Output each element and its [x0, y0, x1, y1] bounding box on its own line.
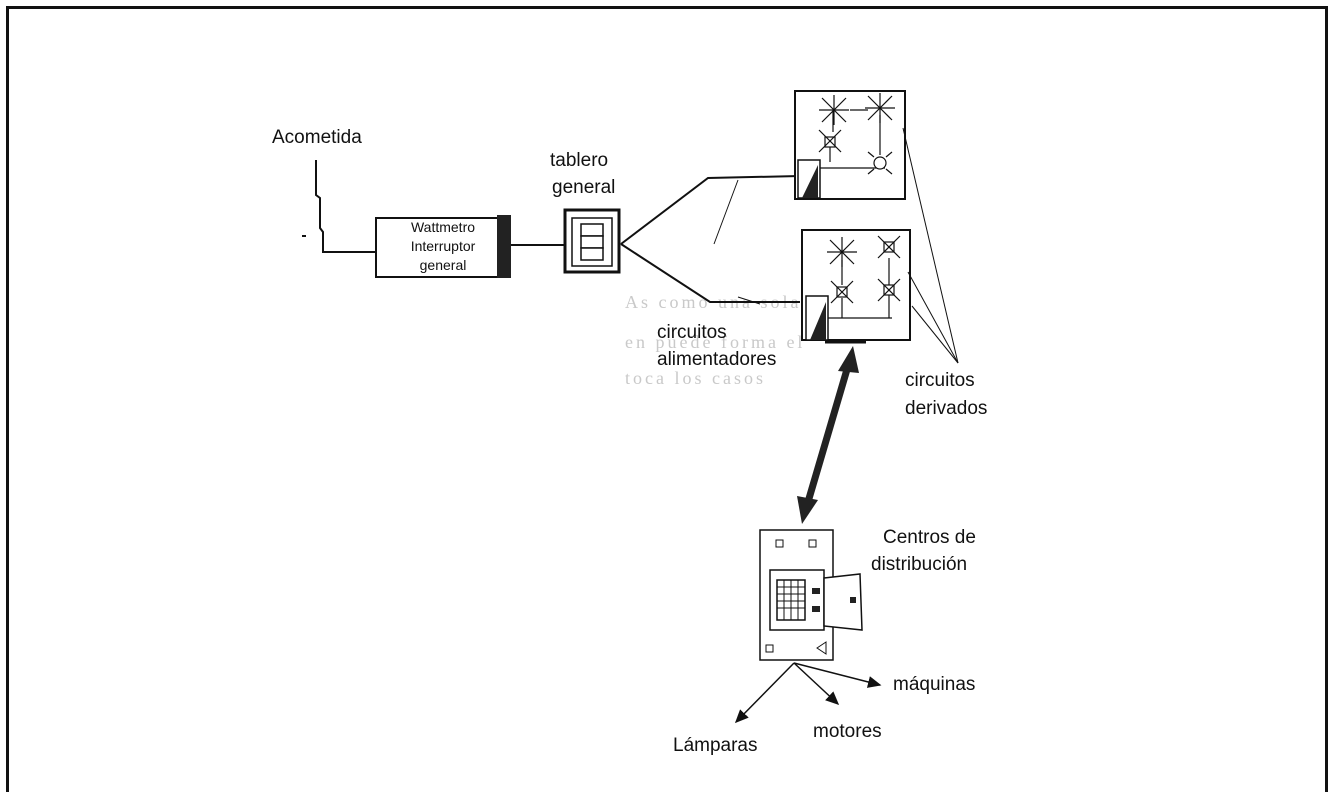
label-tablero: tablero [550, 150, 609, 171]
label-acometida: Acometida [272, 127, 362, 148]
distribution-center-panel [759, 529, 863, 661]
label-circuitos-alimentadores-1: circuitos [657, 322, 727, 343]
label-circuitos-derivados-1: circuitos [905, 370, 975, 391]
label-circuitos-derivados-2: derivados [905, 398, 988, 419]
bleed-text-line-2: en puede forma el [625, 332, 806, 352]
feeder-label-pointers [713, 179, 761, 305]
distribution-outputs [734, 662, 882, 724]
bleed-text-line-3: toca los casos [625, 368, 766, 388]
lamp-symbol-1 [819, 95, 849, 125]
lamp-symbol-4 [867, 151, 893, 175]
lamp-symbol-2 [865, 93, 895, 123]
label-wattmetro: Wattmetro [410, 219, 476, 235]
acometida-line [302, 160, 376, 253]
tablero-general-box [563, 208, 621, 274]
label-general: general [552, 177, 616, 198]
label-interruptor-general: general [419, 257, 467, 273]
double-arrow [797, 346, 859, 524]
branch-label-pointers [902, 127, 959, 364]
lamp-symbol-6 [877, 235, 901, 259]
figure-border [6, 6, 1328, 792]
label-circuitos-alimentadores-2: alimentadores [657, 349, 777, 370]
feeder-circuits [620, 175, 801, 303]
lamp-symbol-3 [818, 129, 842, 153]
label-interruptor: Interruptor [410, 238, 476, 254]
label-centros-de: Centros de [883, 527, 976, 548]
label-maquinas: máquinas [893, 674, 976, 695]
label-distribucion: distribución [871, 554, 968, 575]
lamp-symbol-5 [827, 237, 857, 267]
wattmetro-box [375, 215, 511, 278]
label-lamparas: Lámparas [673, 735, 758, 756]
lamp-symbol-7 [830, 280, 854, 304]
lamp-symbol-8 [877, 278, 901, 302]
label-motores: motores [813, 721, 882, 742]
branch-panel-upper [794, 90, 906, 200]
branch-panel-lower [801, 229, 911, 344]
